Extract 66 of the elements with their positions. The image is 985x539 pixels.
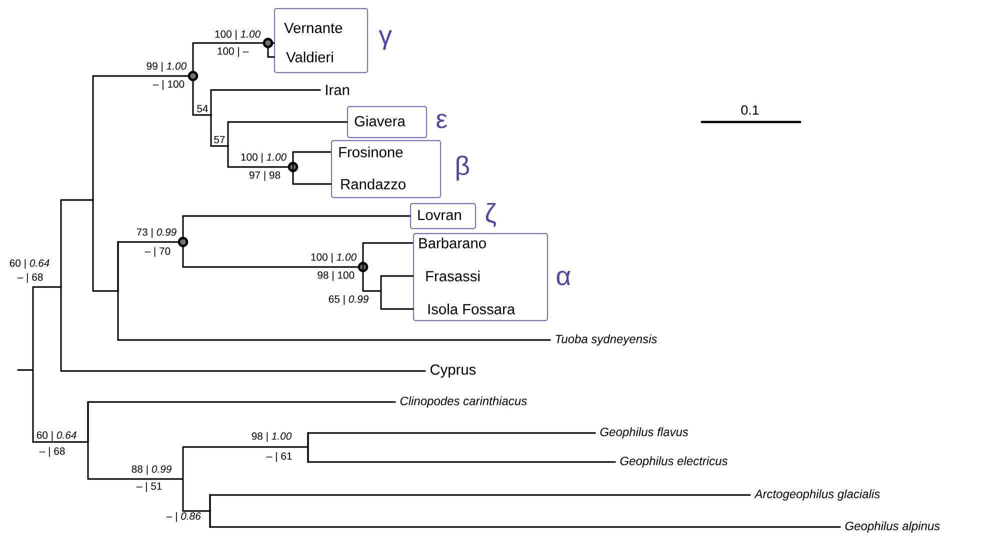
support-value: – | 100 — [152, 80, 184, 90]
support-value: – | 68 — [39, 447, 65, 457]
node-marker — [188, 70, 198, 82]
node-marker — [262, 38, 274, 48]
node-marker — [358, 262, 368, 272]
support-value: 97 | 98 — [249, 171, 280, 181]
tree-branch — [307, 432, 596, 448]
tree-branch — [87, 401, 396, 443]
support-value: 99 | 1.00 — [146, 62, 186, 72]
taxon-label: Cyprus — [430, 364, 476, 378]
support-value: 60 | 0.64 — [36, 431, 76, 441]
clade-box: Frosinone Randazzo — [331, 140, 442, 198]
tree-branch — [209, 510, 841, 528]
support-value: 100 | 1.00 — [215, 30, 260, 40]
support-value: 98 | 1.00 — [252, 432, 292, 442]
support-value: 100 | 1.00 — [241, 153, 286, 163]
tree-branch — [182, 246, 359, 268]
support-value: – | 70 — [144, 247, 170, 257]
taxon-label: Clinopodes carinthiacus — [400, 396, 527, 408]
tree-branch — [307, 446, 616, 463]
support-value: – | 68 — [17, 273, 43, 283]
support-value: 88 | 0.99 — [132, 465, 172, 475]
node-marker — [288, 162, 298, 172]
scale-label: 0.1 — [741, 105, 759, 115]
taxon-label: Geophilus electricus — [620, 456, 728, 468]
clade-letter: β — [456, 156, 470, 180]
tree-branch — [227, 145, 289, 168]
tree-branch — [210, 114, 229, 147]
tree-branch — [117, 290, 551, 341]
support-value: – | 0.86 — [166, 512, 201, 522]
tree-branch — [60, 286, 426, 372]
clade-box: Giavera — [347, 106, 428, 138]
clade-box: Barbarano Frasassi Isola Fossara — [413, 233, 548, 322]
support-value: 65 | 0.99 — [328, 295, 368, 305]
clade-letter: γ — [378, 30, 392, 50]
support-value: 54 — [197, 105, 208, 112]
tree-branch — [362, 242, 414, 310]
taxon-label: Geophilus alpinus — [845, 521, 940, 533]
taxon-label: Geophilus flavus — [600, 427, 688, 439]
clade-letter: α — [556, 270, 570, 286]
support-value: – | 61 — [266, 452, 292, 462]
clade-letter: ζ — [486, 203, 496, 227]
clade-letter: ε — [436, 114, 448, 128]
tree-branch — [192, 42, 264, 72]
support-value: 57 — [214, 136, 225, 144]
support-value: 100 | – — [218, 47, 249, 57]
taxon-label: Tuoba sydneyensis — [556, 334, 657, 346]
taxon-label: Iran — [326, 84, 350, 96]
tree-branch — [182, 215, 411, 238]
clade-box: Vernante Valdieri — [274, 8, 368, 74]
support-value: – | 51 — [136, 482, 162, 492]
tree-branch — [92, 75, 189, 201]
tree-branch — [267, 42, 275, 58]
support-value: 98 | 100 — [318, 271, 354, 281]
support-value: 100 | 1.00 — [311, 253, 356, 263]
clade-box: Lovran — [410, 203, 476, 230]
tree-branch — [192, 80, 212, 116]
tree-branch — [292, 151, 332, 185]
tree-branch — [209, 494, 751, 512]
support-value: 73 | 0.99 — [136, 228, 176, 238]
tree-branch — [117, 241, 179, 292]
tree-branch — [227, 121, 348, 147]
tree-branch — [210, 89, 321, 116]
node-marker — [178, 236, 188, 248]
taxon-label: Arctogeophilus glacialis — [754, 489, 880, 501]
support-value: 60 | 0.64 — [10, 259, 50, 269]
